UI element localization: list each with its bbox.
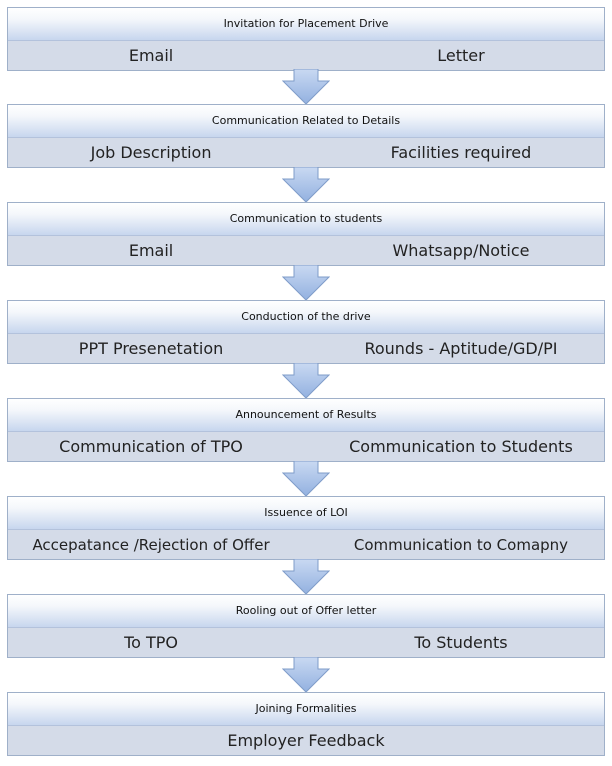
stage-item: Employer Feedback <box>227 731 385 750</box>
down-arrow-icon <box>282 461 330 497</box>
stage-title: Conduction of the drive <box>8 301 604 334</box>
down-arrow-icon <box>282 559 330 595</box>
flow-stage-3: Communication to students Email Whatsapp… <box>7 202 605 266</box>
stage-item: Email <box>128 46 174 65</box>
flow-stage-2: Communication Related to Details Job Des… <box>7 104 605 168</box>
stage-item: Communication to Students <box>349 437 573 456</box>
down-arrow-icon <box>282 657 330 693</box>
stage-item: PPT Presenetation <box>78 339 224 358</box>
stage-title: Communication Related to Details <box>8 105 604 138</box>
flow-stage-4: Conduction of the drive PPT Presenetatio… <box>7 300 605 364</box>
stage-body: PPT Presenetation Rounds - Aptitude/GD/P… <box>8 334 604 363</box>
stage-item: Communication to Comapny <box>353 536 569 554</box>
stage-item: Rounds - Aptitude/GD/PI <box>364 339 558 358</box>
stage-body: Email Whatsapp/Notice <box>8 236 604 265</box>
stage-title: Invitation for Placement Drive <box>8 8 604 41</box>
down-arrow-icon <box>282 69 330 105</box>
stage-body: Employer Feedback <box>8 726 604 755</box>
flow-stage-7: Rooling out of Offer letter To TPO To St… <box>7 594 605 658</box>
down-arrow-icon <box>282 167 330 203</box>
down-arrow-icon <box>282 363 330 399</box>
flow-stage-5: Announcement of Results Communication of… <box>7 398 605 462</box>
stage-item: Letter <box>437 46 485 65</box>
stage-body: To TPO To Students <box>8 628 604 657</box>
stage-title: Announcement of Results <box>8 399 604 432</box>
stage-body: Accepatance /Rejection of Offer Communic… <box>8 530 604 559</box>
stage-title: Rooling out of Offer letter <box>8 595 604 628</box>
stage-item: Facilities required <box>390 143 532 162</box>
stage-item: Accepatance /Rejection of Offer <box>32 536 270 554</box>
stage-body: Communication of TPO Communication to St… <box>8 432 604 461</box>
stage-body: Email Letter <box>8 41 604 70</box>
stage-item: Job Description <box>90 143 212 162</box>
flow-stage-6: Issuence of LOI Accepatance /Rejection o… <box>7 496 605 560</box>
stage-item: Whatsapp/Notice <box>392 241 530 260</box>
stage-item: To TPO <box>124 633 179 652</box>
flow-stage-1: Invitation for Placement Drive Email Let… <box>7 7 605 71</box>
stage-title: Joining Formalities <box>8 693 604 726</box>
stage-item: Communication of TPO <box>59 437 243 456</box>
stage-body: Job Description Facilities required <box>8 138 604 167</box>
stage-title: Communication to students <box>8 203 604 236</box>
flow-stage-8: Joining Formalities Employer Feedback <box>7 692 605 756</box>
stage-title: Issuence of LOI <box>8 497 604 530</box>
stage-item: To Students <box>414 633 508 652</box>
stage-item: Email <box>128 241 174 260</box>
down-arrow-icon <box>282 265 330 301</box>
